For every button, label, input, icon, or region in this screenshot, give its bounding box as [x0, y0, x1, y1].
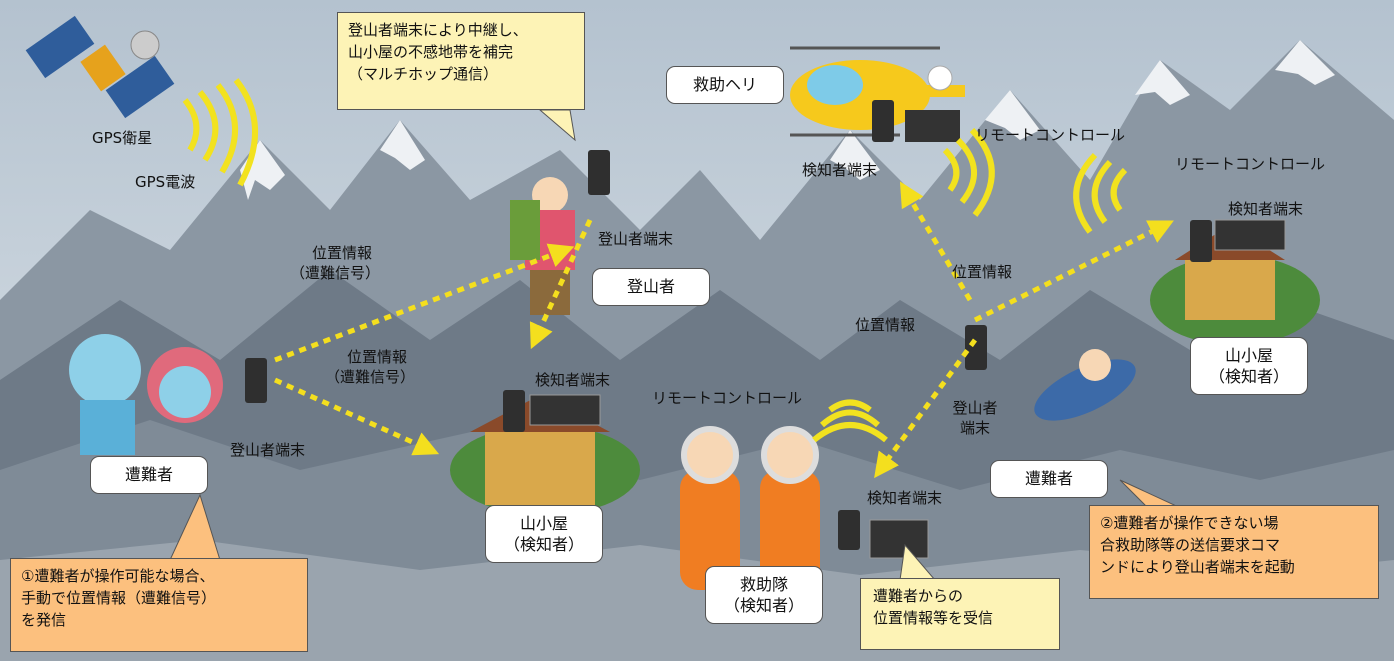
detector-terminal-team-label: 検知者端末 [867, 489, 943, 507]
rescue-team-box: 救助隊 （検知者） [705, 566, 823, 624]
relay-callout-tail [538, 109, 576, 142]
hut-center-box: 山小屋 （検知者） [485, 505, 603, 563]
remote-control-heli-label: リモートコントロール [975, 126, 1126, 144]
manual-callout-line-3: を発信 [21, 611, 67, 629]
mountain-hut-center-icon [450, 394, 640, 515]
victim-right-icon [1034, 349, 1136, 421]
terminal-icons [245, 100, 1212, 432]
hut-center-role: （検知者） [503, 535, 584, 554]
snow-cap [985, 90, 1040, 140]
gps-satellite-icon [25, 15, 175, 119]
position-info-signal-lower-label: 位置情報 （遭難信号） [325, 347, 415, 387]
remote-control-waves-icon [812, 127, 1128, 443]
receive-callout-line-2: 位置情報等を受信 [873, 609, 994, 627]
climber-terminal-right-label: 登山者 端末 [945, 398, 1005, 438]
climber-terminal-top-label: 登山者端末 [598, 230, 674, 248]
detector-terminal-heli-label: 検知者端末 [802, 161, 878, 179]
hut-right-name: 山小屋 [1224, 346, 1273, 365]
remote-callout: ②遭難者が操作できない場 合救助隊等の送信要求コマ ンドにより登山者端末を起動 [1089, 505, 1379, 599]
detector-terminal-hut-right-label: 検知者端末 [1228, 200, 1304, 218]
hut-right-role: （検知者） [1208, 367, 1289, 386]
remote-callout-line-1: ②遭難者が操作できない場 [1100, 514, 1279, 532]
detector-terminal-hut-center-label: 検知者端末 [535, 371, 611, 389]
hut-center-name: 山小屋 [519, 514, 568, 533]
relay-callout-line-1: 登山者端末により中継し、 [348, 21, 528, 39]
climber-box: 登山者 [592, 268, 710, 306]
snow-cap [1275, 40, 1335, 85]
snow-cap [380, 120, 425, 170]
rescue-team-role: （検知者） [723, 596, 804, 615]
victim-left-box: 遭難者 [90, 456, 208, 494]
rescue-team-icon [680, 426, 929, 590]
snow-cap [1135, 60, 1190, 105]
remote-callout-line-2: 合救助隊等の送信要求コマ [1100, 536, 1281, 554]
relay-callout-line-3: （マルチホップ通信） [348, 65, 499, 83]
victim-right-box: 遭難者 [990, 460, 1108, 498]
victims-left-icon [69, 334, 223, 455]
relay-callout-line-2: 山小屋の不感地帯を補完 [348, 43, 514, 61]
hut-right-box: 山小屋 （検知者） [1190, 337, 1308, 395]
position-info-lower-line-1: 位置情報 [347, 348, 408, 366]
position-info-upper-right-label: 位置情報 [952, 263, 1013, 281]
gps-wave-icon [182, 78, 259, 187]
helicopter-icon [790, 46, 965, 137]
position-info-upper-line-2: （遭難信号） [290, 264, 381, 282]
position-info-lower-line-2: （遭難信号） [325, 368, 416, 386]
remote-callout-line-3: ンドにより登山者端末を起動 [1100, 558, 1295, 576]
relay-callout: 登山者端末により中継し、 山小屋の不感地帯を補完 （マルチホップ通信） [337, 12, 585, 110]
manual-callout-line-2: 手動で位置情報（遭難信号） [21, 589, 217, 607]
position-info-signal-upper-label: 位置情報 （遭難信号） [290, 243, 380, 283]
receive-callout-line-1: 遭難者からの [873, 587, 964, 605]
signal-arrows [273, 181, 1174, 479]
receive-callout: 遭難者からの 位置情報等を受信 [860, 578, 1060, 650]
remote-control-team-label: リモートコントロール [652, 389, 803, 407]
snow-cap [830, 130, 880, 180]
manual-callout: ①遭難者が操作可能な場合、 手動で位置情報（遭難信号） を発信 [10, 558, 308, 652]
rescue-team-name: 救助隊 [739, 575, 788, 594]
climber-terminal-left-label: 登山者端末 [230, 441, 306, 459]
climber-terminal-right-line-1: 登山者 [952, 399, 998, 417]
mountain-hut-right-icon [1150, 219, 1320, 345]
position-info-upper-line-1: 位置情報 [312, 244, 373, 262]
rescue-heli-box: 救助ヘリ [666, 66, 784, 104]
manual-callout-line-1: ①遭難者が操作可能な場合、 [21, 567, 215, 585]
climber-terminal-right-line-2: 端末 [959, 419, 990, 437]
gps-satellite-label: GPS衛星 [92, 129, 153, 147]
position-info-middle-label: 位置情報 [855, 316, 916, 334]
gps-wave-label: GPS電波 [135, 173, 196, 191]
remote-control-hut-label: リモートコントロール [1175, 155, 1326, 173]
